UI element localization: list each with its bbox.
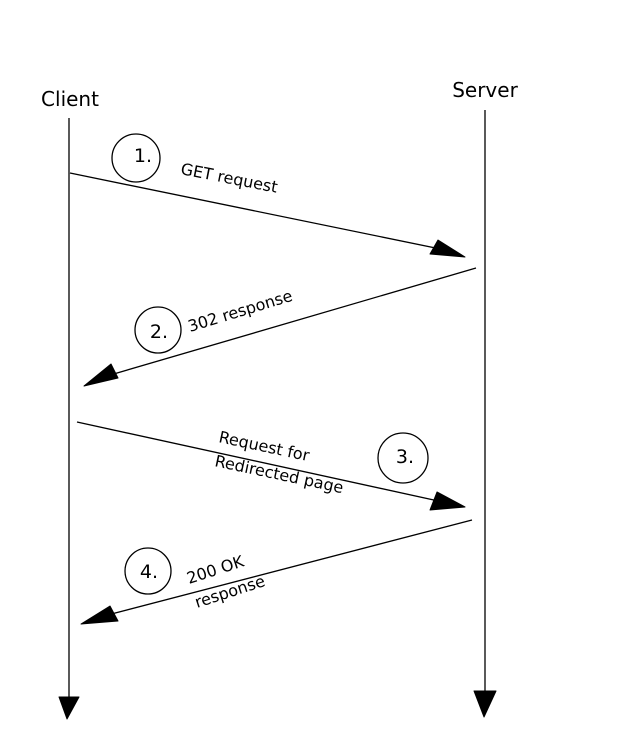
message-4-number: 4. [140, 561, 158, 583]
message-2-number-circle [134, 306, 182, 354]
message-3-arrow-line [76, 421, 453, 505]
message-1-number: 1. [134, 145, 152, 167]
server-actor-label: Server [452, 78, 518, 102]
message-3-number: 3. [396, 446, 414, 468]
message-1: 1. GET request [69, 133, 466, 258]
message-1-number-circle [111, 133, 161, 183]
client-actor-label: Client [41, 87, 99, 111]
message-2-number: 2. [150, 321, 168, 343]
message-3-number-circle [377, 432, 429, 484]
message-2-arrow-line [99, 267, 477, 379]
message-1-label: GET request [179, 159, 279, 196]
message-4-arrow-line [95, 519, 473, 619]
message-3: 3. Request for Redirected page [76, 421, 466, 511]
message-1-arrow-line [69, 172, 456, 253]
message-2-arrowhead [83, 363, 119, 387]
message-2: 2. 302 response [83, 267, 477, 387]
message-3-arrowhead [429, 491, 466, 511]
message-1-arrowhead [429, 239, 466, 258]
message-4: 4. 200 OK response [80, 519, 473, 625]
server-lifeline [473, 110, 497, 718]
client-lifeline [58, 118, 80, 720]
message-4-number-circle [124, 547, 172, 595]
message-2-label: 302 response [186, 286, 295, 336]
message-4-arrowhead [80, 605, 119, 625]
